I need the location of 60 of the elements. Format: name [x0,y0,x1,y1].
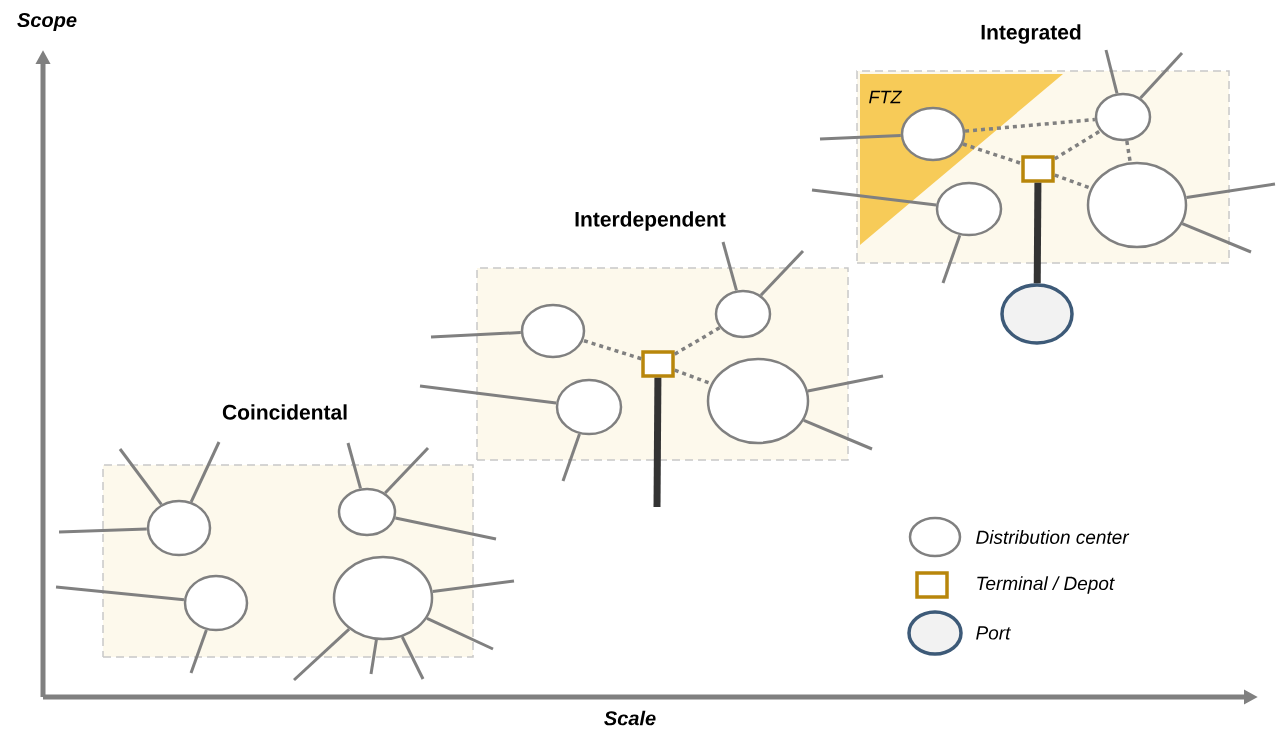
spoke-line [369,639,378,675]
spoke-line [395,516,497,541]
terminal-square [641,350,675,378]
spoke-line [293,628,351,682]
legend-text: Port [976,626,1012,640]
dotted-link [962,142,1022,166]
distribution-center-circle [900,106,966,162]
spoke-line [346,442,362,489]
terminal-square [1021,155,1055,183]
dotted-link [582,338,642,361]
spoke-line [803,418,873,451]
spoke-line [58,527,147,534]
spoke-line [1186,182,1276,199]
spoke-line [759,249,805,297]
dotted-link [674,368,712,386]
legend-text: Terminal / Depot [977,576,1115,594]
dotted-link [1125,140,1132,163]
spoke-line [561,433,581,482]
spoke-line [819,133,901,141]
dotted-link [964,117,1096,133]
spoke-line [118,448,163,506]
spoke-line [1181,222,1252,254]
zone-label: FTZ [869,90,902,104]
spoke-line [1139,52,1184,99]
spoke-line [189,441,221,503]
distribution-center-circle [555,378,623,436]
axis-label: Scale [604,710,656,726]
spoke-line [419,384,557,405]
spoke-line [941,234,962,284]
zone-heading: Interdependent [575,211,726,231]
distribution-center-circle [332,555,434,641]
legend-text: Distribution center [976,530,1130,544]
distribution-center-circle [706,357,810,445]
spoke-line [807,374,884,393]
dotted-link [673,326,721,356]
distribution-center-circle [146,499,212,557]
spoke-line [189,629,208,674]
spoke-line [432,579,515,594]
distribution-center-circle [1094,92,1152,142]
spoke-line [1104,49,1119,94]
spoke-line [811,188,937,207]
distribution-center-circle [337,487,397,537]
spoke-line [400,636,425,680]
distribution-center-circle [520,303,586,359]
spoke-line [721,241,738,291]
distribution-center-circle [935,181,1003,237]
zone-heading: Integrated [981,24,1081,44]
distribution-center-circle [183,574,249,632]
axis-label: Scope [17,12,77,32]
zone-heading: Coincidental [222,404,347,420]
dotted-link [1054,173,1092,190]
spoke-line [426,617,494,651]
connection-line [1033,182,1042,284]
port-circle [1000,283,1074,345]
spoke-line [55,585,185,602]
dotted-link [1053,129,1101,161]
distribution-center-circle [1086,161,1188,249]
spoke-line [384,446,430,494]
distribution-center-circle [714,289,772,339]
spoke-line [430,331,521,339]
